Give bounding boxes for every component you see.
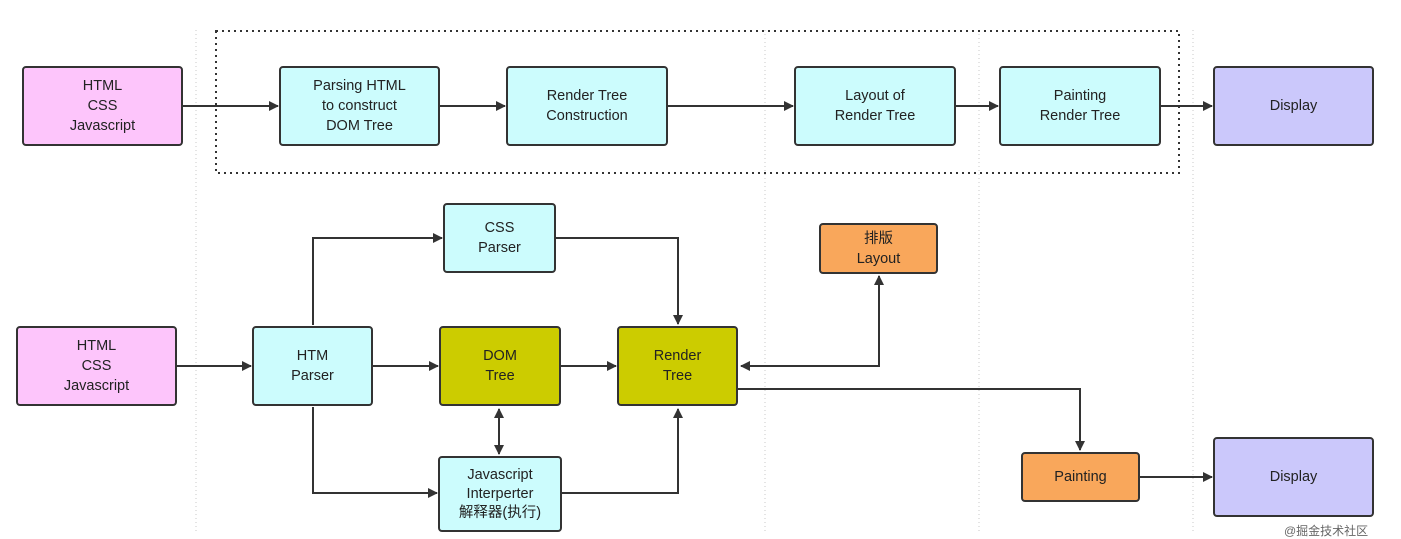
node-line: HTM bbox=[296, 348, 329, 364]
node-line: DOM bbox=[483, 348, 517, 364]
top-layout-node: Layout of Render Tree bbox=[794, 66, 956, 146]
top-parse-html-node: Parsing HTML to construct DOM Tree bbox=[279, 66, 440, 146]
top-painting-node: Painting Render Tree bbox=[999, 66, 1161, 146]
node-line: Render bbox=[653, 348, 702, 364]
node-line: HTML bbox=[76, 338, 117, 354]
arrow-js-to-render bbox=[562, 408, 683, 494]
js-interpreter-node: Javascript Interperter 解释器(执行) bbox=[438, 456, 562, 532]
arrow-htm-to-css-parser bbox=[312, 233, 443, 325]
node-line: Parser bbox=[478, 240, 521, 256]
node-line: Render Tree bbox=[834, 108, 916, 124]
engine-boundary bbox=[215, 30, 1180, 174]
arrow-css-to-render bbox=[556, 237, 683, 325]
arrow-render-to-painting bbox=[738, 388, 1085, 451]
top-input-node: HTML CSS Javascript bbox=[22, 66, 183, 146]
node-line: 解释器(执行) bbox=[458, 504, 542, 521]
top-display-node: Display bbox=[1213, 66, 1374, 146]
node-line: Layout bbox=[856, 250, 901, 267]
painting-node: Painting bbox=[1021, 452, 1140, 502]
bottom-display-node: Display bbox=[1213, 437, 1374, 517]
node-line: Layout of bbox=[845, 88, 905, 104]
render-tree-node: Render Tree bbox=[617, 326, 738, 406]
node-line: to construct bbox=[322, 98, 397, 114]
dom-tree-node: DOM Tree bbox=[439, 326, 561, 406]
node-line: Javascript bbox=[467, 466, 533, 483]
watermark: @掘金技术社区 bbox=[1284, 524, 1369, 538]
node-line: Render Tree bbox=[546, 88, 628, 104]
node-line: HTML bbox=[82, 78, 123, 94]
node-line: Javascript bbox=[63, 378, 130, 394]
node-line: CSS bbox=[484, 220, 515, 236]
arrow-render-layout-bidirectional bbox=[740, 275, 884, 371]
top-render-tree-construction-node: Render Tree Construction bbox=[506, 66, 668, 146]
guide-lines bbox=[195, 30, 1194, 534]
node-line: CSS bbox=[81, 358, 112, 374]
node-line: Display bbox=[1269, 98, 1318, 114]
node-line: CSS bbox=[87, 98, 118, 114]
layout-node: 排版 Layout bbox=[819, 223, 938, 274]
node-line: Interperter bbox=[466, 485, 534, 502]
htm-parser-node: HTM Parser bbox=[252, 326, 373, 406]
css-parser-node: CSS Parser bbox=[443, 203, 556, 273]
node-line: 排版 bbox=[864, 230, 893, 247]
node-line: Tree bbox=[662, 368, 693, 384]
node-line: DOM Tree bbox=[326, 118, 393, 134]
node-line: Painting bbox=[1054, 469, 1107, 485]
node-line: Tree bbox=[485, 368, 515, 384]
node-line: Parser bbox=[291, 368, 334, 384]
arrow-htm-to-js bbox=[312, 407, 438, 498]
node-line: Display bbox=[1269, 469, 1318, 485]
node-line: Construction bbox=[546, 108, 628, 124]
node-line: Render Tree bbox=[1039, 108, 1121, 124]
node-line: Parsing HTML bbox=[313, 78, 406, 94]
node-line: Painting bbox=[1053, 88, 1107, 104]
node-line: Javascript bbox=[69, 118, 136, 134]
bottom-input-node: HTML CSS Javascript bbox=[16, 326, 177, 406]
